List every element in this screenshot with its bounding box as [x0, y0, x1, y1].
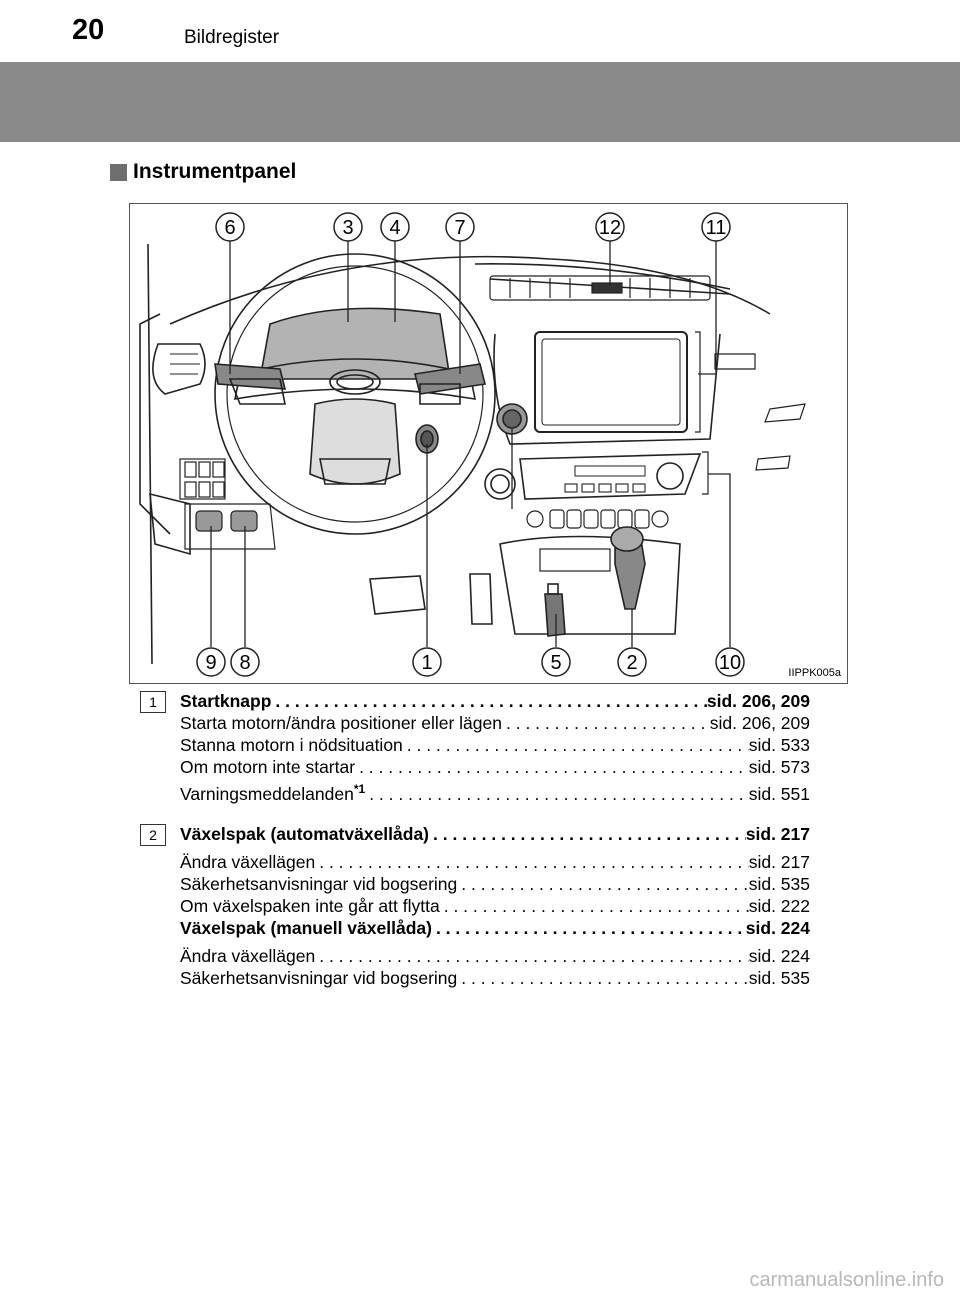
dashboard-illustration: 6 3 4 7 12 11 9 8 1 5 2 10 — [139, 212, 806, 677]
dashboard-figure: 6 3 4 7 12 11 9 8 1 5 2 10 IIPPK005a — [129, 203, 848, 684]
callout-top-6: 11 — [706, 217, 727, 239]
entry-badge: 1 — [140, 691, 166, 713]
entry-line: Ändra växellägensid. 217 — [180, 851, 810, 873]
callout-bottom-6: 10 — [719, 652, 741, 674]
callout-top-1: 6 — [224, 217, 235, 239]
section-square-icon — [110, 163, 127, 181]
header-band — [0, 62, 960, 142]
page-number: 20 — [72, 14, 105, 46]
entry-line: Stanna motorn i nödsituationsid. 533 — [180, 734, 810, 756]
page-header: 20 Bildregister — [0, 0, 960, 58]
page-ref: sid. 217 — [748, 851, 810, 872]
entry-line: Ändra växellägensid. 224 — [180, 945, 810, 967]
callout-bottom-1: 9 — [205, 652, 216, 674]
page-ref: sid. 533 — [748, 735, 810, 755]
callout-bottom-3: 1 — [421, 652, 432, 674]
section-heading: Instrumentpanel — [110, 160, 296, 184]
entry-line: Om motorn inte startarsid. 573 — [180, 756, 810, 778]
page-ref: sid. 224 — [745, 917, 810, 938]
entry-line: Säkerhetsanvisningar vid bogseringsid. 5… — [180, 873, 810, 895]
entry-line: Om växelspaken inte går att flyttasid. 2… — [180, 895, 810, 917]
page-ref: sid. 206, 209 — [709, 713, 810, 733]
page-ref: sid. 206, 209 — [706, 691, 810, 711]
page-ref: sid. 551 — [748, 783, 810, 804]
page-ref: sid. 217 — [745, 823, 810, 844]
reference-list: 1 Startknappsid. 206, 209 Starta motorn/… — [140, 690, 810, 998]
page-ref: sid. 222 — [748, 895, 810, 916]
page-ref: sid. 535 — [748, 967, 810, 988]
entry-line: Startknappsid. 206, 209 — [180, 690, 810, 712]
entry-line: Växelspak (manuell växellåda)sid. 224 — [180, 917, 810, 939]
entry-start-button: 1 Startknappsid. 206, 209 Starta motorn/… — [140, 690, 810, 805]
footnote-mark: *1 — [353, 782, 366, 796]
callout-bottom-5: 2 — [626, 652, 637, 674]
figure-code: IIPPK005a — [788, 667, 841, 679]
chapter-title: Bildregister — [184, 27, 280, 48]
section-title: Instrumentpanel — [133, 160, 297, 183]
callout-top-5: 12 — [599, 217, 621, 239]
entry-line: Växelspak (automatväxellåda)sid. 217 — [180, 823, 810, 845]
entry-line: Varningsmeddelanden*1sid. 551 — [180, 778, 810, 805]
callout-top-4: 7 — [454, 217, 465, 239]
entry-badge: 2 — [140, 823, 166, 846]
callout-top-2: 3 — [342, 217, 353, 239]
page-ref: sid. 224 — [748, 945, 810, 966]
watermark: carmanualsonline.info — [749, 1269, 944, 1291]
callout-bottom-4: 5 — [550, 652, 561, 674]
entry-line: Säkerhetsanvisningar vid bogseringsid. 5… — [180, 967, 810, 989]
page-ref: sid. 535 — [748, 873, 810, 894]
entry-line: Starta motorn/ändra positioner eller läg… — [180, 712, 810, 734]
entry-shift-lever: 2 Växelspak (automatväxellåda)sid. 217 Ä… — [140, 823, 810, 989]
page-ref: sid. 573 — [748, 757, 810, 777]
callout-top-3: 4 — [389, 217, 400, 239]
callout-bottom-2: 8 — [239, 652, 250, 674]
